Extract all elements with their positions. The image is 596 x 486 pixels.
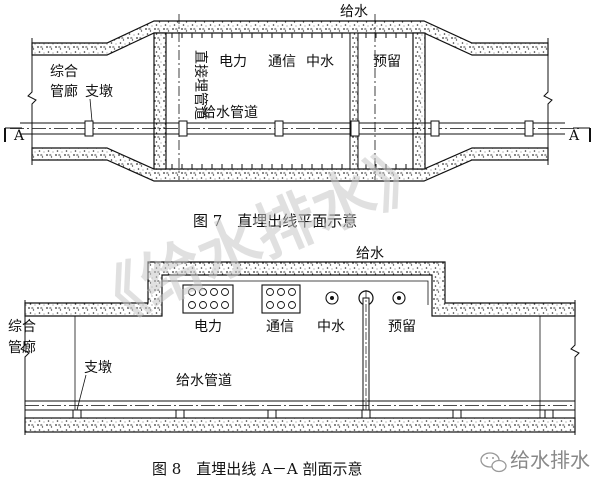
fig8-label-reclaimed: 中水 [317,319,345,335]
fig7-supports [84,120,534,137]
fig7-label-water-top: 给水 [340,4,368,20]
fig7-section-label-left: A [13,128,25,144]
fig8-power-cables [188,288,229,309]
fig8-section-view: 给水 综合 管廊 电力 通信 中水 预留 支墩 给水管道 图 8 直埋出线 A－… [8,246,580,478]
fig7-wall-left [153,32,167,170]
fig8-label-telecom: 通信 [266,319,294,335]
fig8-label-water-pipe: 给水管道 [176,373,232,389]
fig8-water-riser [358,290,374,415]
fig8-label-water-top: 给水 [356,246,384,262]
fig7-pier-leader [89,98,93,122]
fig8-break-left [20,300,30,435]
fig7-pipe-ticks [171,33,407,169]
fig7-wall-mid [349,32,359,170]
fig7-plan-view: 给水 综合 管廊 支墩 直接埋管道 电力 通信 中水 预留 给水管道 A A 图… [4,4,591,230]
fig7-label-pier: 支墩 [85,84,113,100]
fig7-label-power: 电力 [219,54,247,70]
fig8-pier-leader [76,374,87,411]
fig8-inner-outline [161,280,429,305]
fig8-reclaimed-pipe [325,291,339,305]
wechat-icon [480,452,507,473]
fig8-reserved-pipe [392,291,406,305]
fig7-label-reclaimed: 中水 [306,54,334,70]
fig7-break-left [27,38,37,165]
fig8-label-pier: 支墩 [84,360,112,376]
fig7-label-corridor-2: 管廊 [50,83,78,100]
fig7-section-marker-right [573,127,591,142]
fig8-label-power: 电力 [194,319,222,335]
fig7-section-marker-left [4,127,22,142]
fig8-caption: 图 8 直埋出线 A－A 剖面示意 [152,460,363,478]
fig8-telecom-cables [266,288,296,309]
fig7-label-telecom: 通信 [268,54,296,70]
fig7-label-water-pipe: 给水管道 [202,105,258,121]
fig7-label-reserved: 预留 [373,54,401,70]
fig7-branch-lines [178,14,376,180]
fig7-break-right [543,38,553,165]
fig7-label-corridor-1: 综合 [50,64,78,80]
fig8-label-corridor-2: 管廊 [8,339,36,356]
fig7-section-label-right: A [568,128,580,144]
watermark-corner: 给水排水 [510,448,590,472]
fig8-supports [72,409,554,419]
fig7-caption: 图 7 直埋出线平面示意 [193,212,357,230]
fig7-concrete-wall [31,20,549,182]
fig7-wall-right [412,32,426,170]
fig8-label-corridor-1: 综合 [8,319,36,335]
fig8-break-right [570,300,580,435]
fig8-bottom-slab [24,417,576,433]
fig7-label-direct-buried: 直接埋管道 [192,50,209,120]
fig8-label-reserved: 预留 [388,319,416,335]
